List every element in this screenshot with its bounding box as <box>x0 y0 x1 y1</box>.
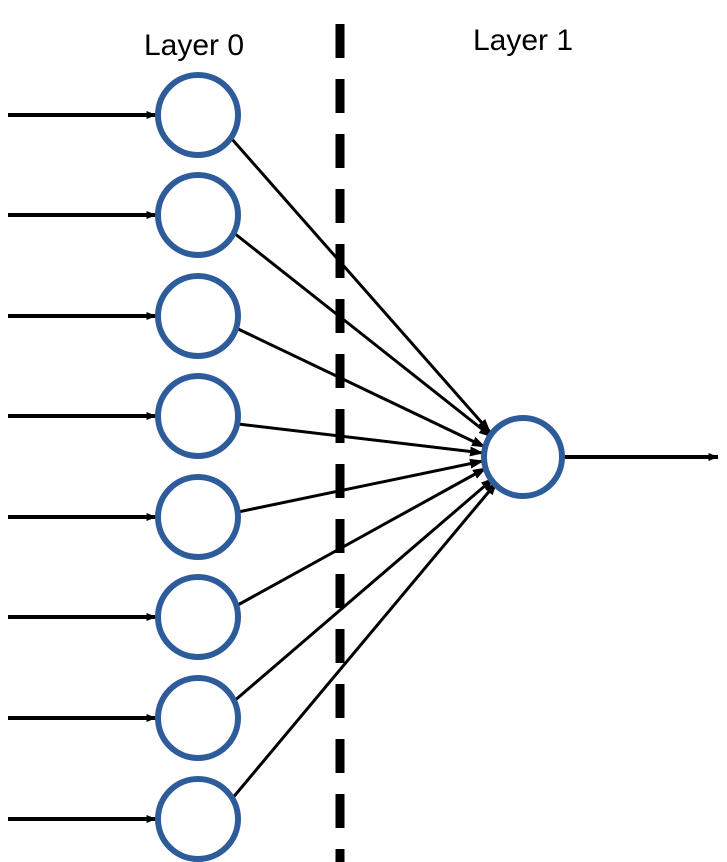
layer-1-label: Layer 1 <box>473 24 573 57</box>
layer0-neuron-6 <box>155 675 241 761</box>
edge-n1-to-out0 <box>233 231 493 439</box>
edge-n2-to-out0 <box>235 326 486 449</box>
layer1-neuron-0 <box>481 415 565 499</box>
layer0-neuron-7 <box>155 776 241 862</box>
layer-0-label: Layer 0 <box>144 29 244 62</box>
layer0-neuron-3 <box>155 373 241 459</box>
input-arrows <box>8 111 157 823</box>
layer-1-neurons <box>481 415 565 499</box>
layer-0-neurons <box>155 72 241 862</box>
layer0-neuron-4 <box>155 474 241 560</box>
edge-n3-to-out0 <box>237 422 484 457</box>
edge-n5-to-out0 <box>235 466 487 608</box>
layer0-neuron-5 <box>155 574 241 660</box>
layer0-neuron-1 <box>155 172 241 258</box>
edge-n4-to-out0 <box>237 458 484 514</box>
layer0-neuron-2 <box>155 273 241 359</box>
edge-n7-to-out0 <box>229 481 499 801</box>
connection-edges <box>229 137 499 801</box>
layer0-neuron-0 <box>155 72 241 158</box>
edge-n0-to-out0 <box>229 137 492 433</box>
edge-n6-to-out0 <box>232 476 495 704</box>
